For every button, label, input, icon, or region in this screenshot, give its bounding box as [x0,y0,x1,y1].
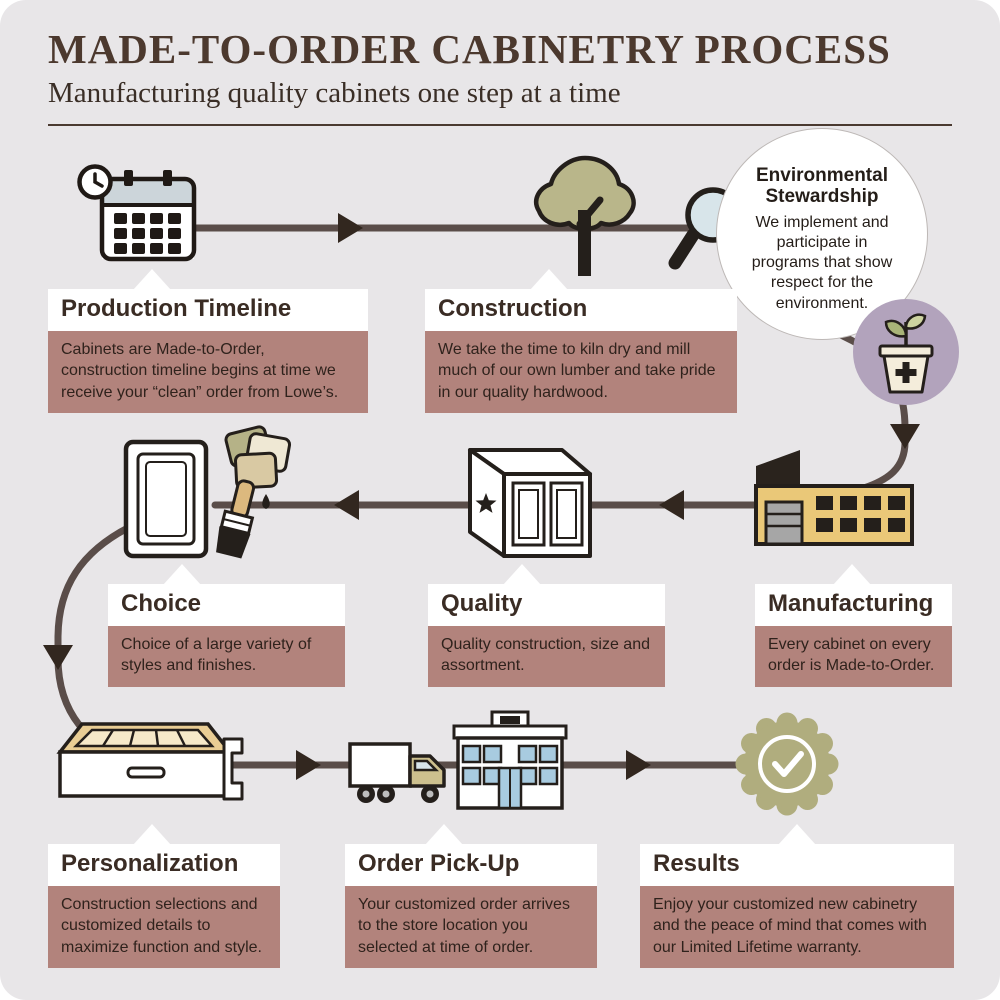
step-description: Quality construction, size and assortmen… [428,626,665,687]
card-pointer [425,824,463,845]
card-pointer [133,824,171,845]
step-description: Your customized order arrives to the sto… [345,886,597,969]
tree-icon [533,155,636,276]
check-icon [772,751,804,777]
step-title: Choice [108,584,345,626]
arrow-left-icon [659,490,684,520]
award-seal-icon [735,712,839,816]
paint-drop-icon [262,494,270,509]
step-card-quality: Quality Quality construction, size and a… [428,563,665,687]
card-pointer [778,824,816,845]
step-card-results: Results Enjoy your customized new cabine… [640,823,954,969]
arrow-down-icon [43,645,73,670]
arrow-down-icon [890,424,920,449]
factory-windows [816,496,905,532]
card-pointer [133,269,171,290]
step-title: Personalization [48,844,280,886]
step-card-production-timeline: Production Timeline Cabinets are Made-to… [48,268,368,414]
card-pointer [530,269,568,290]
drawer-handle [126,766,166,779]
step-description: Every cabinet on every order is Made-to-… [755,626,952,687]
step-card-construction: Construction We take the time to kiln dr… [425,268,737,414]
card-pointer [163,564,201,585]
card-pointer [503,564,541,585]
store-icon [452,710,568,810]
arrow-left-icon [334,490,359,520]
calendar-clock-icon [77,164,197,262]
step-description: Cabinets are Made-to-Order, construction… [48,331,368,414]
step-description: We take the time to kiln dry and mill mu… [425,331,737,414]
page-subtitle: Manufacturing quality cabinets one step … [48,77,621,110]
header-divider [48,124,952,127]
step-title: Order Pick-Up [345,844,597,886]
finish-swatches [224,425,292,490]
tree-trunk [578,210,591,276]
step-card-choice: Choice Choice of a large variety of styl… [108,563,345,687]
step-title: Quality [428,584,665,626]
factory-icon [754,450,914,546]
plant-pot-icon [853,299,959,405]
page-title: MADE-TO-ORDER CABINETRY PROCESS [48,26,891,72]
step-title: Construction [425,289,737,331]
step-description: Enjoy your customized new cabinetry and … [640,886,954,969]
star-icon [475,493,497,513]
truck-wheels [357,785,439,803]
calendar-days [114,213,181,254]
arrow-right-icon [338,213,363,243]
step-description: Choice of a large variety of styles and … [108,626,345,687]
truck-icon [348,742,446,803]
arrow-right-icon [626,750,651,780]
step-title: Manufacturing [755,584,952,626]
step-card-personalization: Personalization Construction selections … [48,823,280,969]
step-card-order-pickup: Order Pick-Up Your customized order arri… [345,823,597,969]
paintbrush-icon [216,479,256,559]
step-title: Production Timeline [48,289,368,331]
step-title: Results [640,844,954,886]
arrow-right-icon [296,750,321,780]
step-description: We implement and participate in programs… [751,213,893,312]
card-pointer [833,564,871,585]
seal-scallops [735,712,839,816]
header: MADE-TO-ORDER CABINETRY PROCESS Manufact… [48,26,952,127]
step-card-manufacturing: Manufacturing Every cabinet on every ord… [755,563,952,687]
drawer-dividers [101,729,187,747]
cabinet-star-icon [468,448,592,558]
door-swatches-paintbrush-icon [123,425,292,559]
drawer-slide-icon [222,737,244,801]
drawer-icon [56,722,234,798]
garage-door [764,500,804,546]
step-description: Construction selections and customized d… [48,886,280,969]
step-title: Environmental Stewardship [756,165,888,208]
